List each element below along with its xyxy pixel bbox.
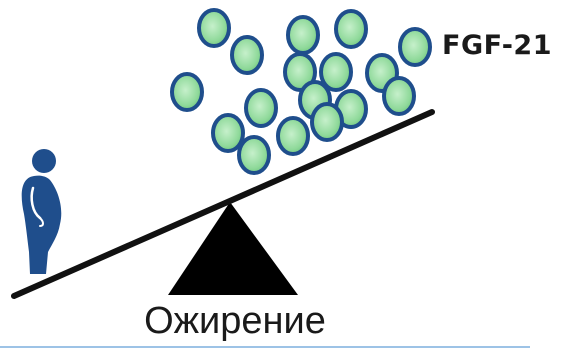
fgf21-label: FGF-21 [442,30,552,61]
fgf21-cell [211,113,245,153]
fgf21-cell [319,52,353,92]
fgf21-cell [398,27,432,67]
fgf21-cell [310,102,344,142]
fgf21-cell [197,8,231,48]
caption-obesity: Ожирение [144,300,326,342]
fgf21-cell [244,88,278,128]
fgf21-cluster [170,8,432,175]
fulcrum-triangle [168,202,298,295]
fgf21-cell [334,9,368,49]
fgf21-cell [283,52,317,92]
seesaw-beam [11,109,435,299]
fgf21-cell [286,15,320,55]
fgf21-cell [382,76,416,116]
fgf21-cell [230,35,264,75]
fgf21-cell [170,72,204,112]
fgf21-cell [276,116,310,156]
fgf21-cell [237,135,271,175]
person-obese-icon [21,149,62,274]
bottom-divider [0,346,530,348]
